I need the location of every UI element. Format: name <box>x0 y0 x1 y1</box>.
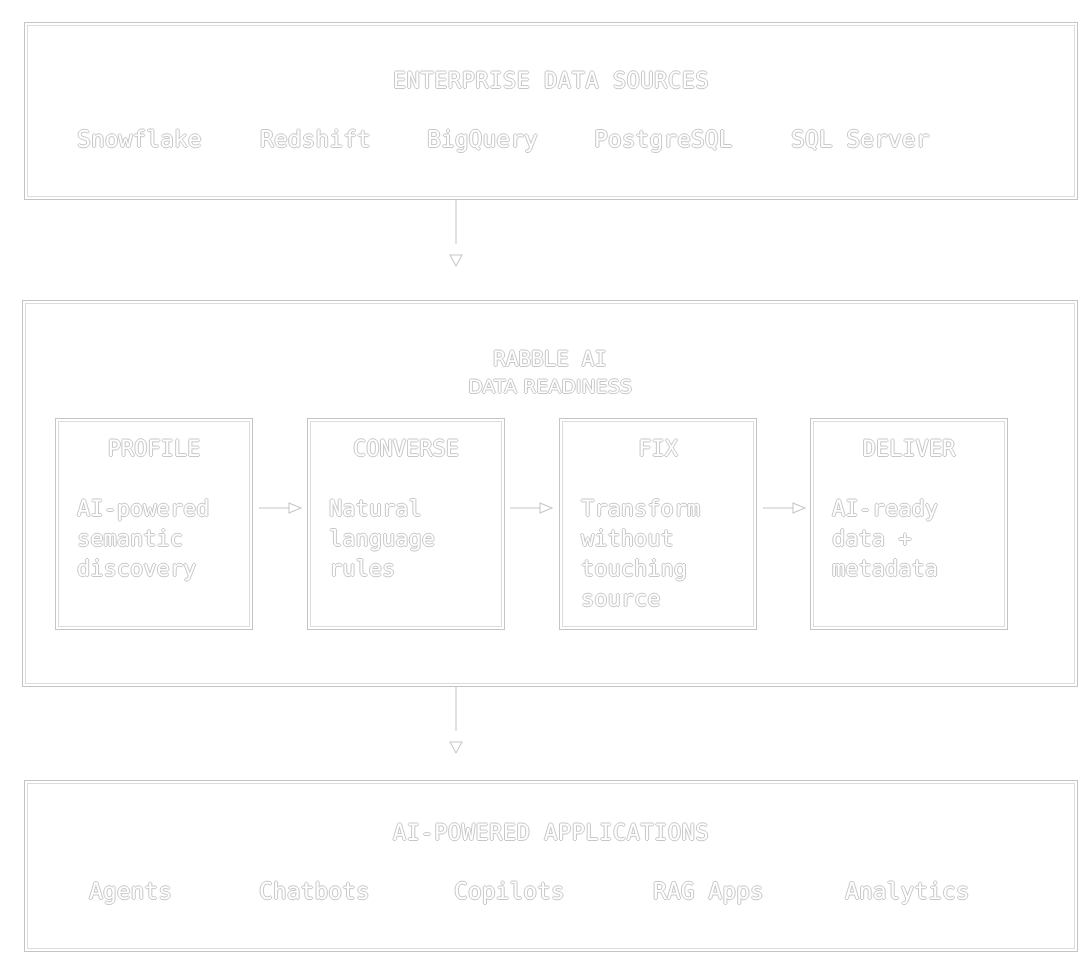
flow-arrow-right-icon <box>510 502 554 514</box>
data-readiness-subtitle: DATA READINESS <box>468 376 632 398</box>
source-snowflake: Snowflake <box>77 127 202 153</box>
ai-powered-applications-box: AI-POWERED APPLICATIONS Agents Chatbots … <box>24 780 1078 952</box>
step-profile-description: AI-powered semantic discovery <box>77 497 210 582</box>
app-rag-apps: RAG Apps <box>653 879 764 905</box>
step-deliver: DELIVER AI-ready data + metadata <box>810 418 1008 630</box>
ai-powered-applications-title: AI-POWERED APPLICATIONS <box>392 821 710 846</box>
rabble-ai-title: RABBLE AI <box>493 347 607 371</box>
app-chatbots: Chatbots <box>259 879 370 905</box>
flow-arrow-down-icon <box>449 200 463 268</box>
source-redshift: Redshift <box>260 127 371 153</box>
app-agents: Agents <box>89 879 173 905</box>
step-fix-description: Transform without touching source <box>581 497 701 612</box>
app-analytics: Analytics <box>845 879 970 905</box>
step-profile: PROFILE AI-powered semantic discovery <box>55 418 253 630</box>
step-deliver-description: AI-ready data + metadata <box>832 497 938 582</box>
step-deliver-title: DELIVER <box>862 437 956 462</box>
enterprise-data-sources-box: ENTERPRISE DATA SOURCES Snowflake Redshi… <box>24 22 1078 200</box>
flow-arrow-right-icon <box>763 502 807 514</box>
rabble-ai-data-readiness-box: RABBLE AI DATA READINESS PROFILE AI-powe… <box>22 300 1078 687</box>
step-fix: FIX Transform without touching source <box>559 418 757 630</box>
source-sql-server: SQL Server <box>791 127 930 153</box>
step-converse-title: CONVERSE <box>353 437 459 462</box>
step-converse-description: Natural language rules <box>329 497 435 582</box>
flow-arrow-right-icon <box>259 502 303 514</box>
step-profile-title: PROFILE <box>107 437 201 462</box>
flow-arrow-down-icon <box>449 687 463 755</box>
source-postgresql: PostgreSQL <box>594 127 733 153</box>
app-copilots: Copilots <box>454 879 565 905</box>
step-converse: CONVERSE Natural language rules <box>307 418 505 630</box>
enterprise-data-sources-title: ENTERPRISE DATA SOURCES <box>392 69 710 94</box>
source-bigquery: BigQuery <box>427 127 538 153</box>
step-fix-title: FIX <box>638 437 678 462</box>
